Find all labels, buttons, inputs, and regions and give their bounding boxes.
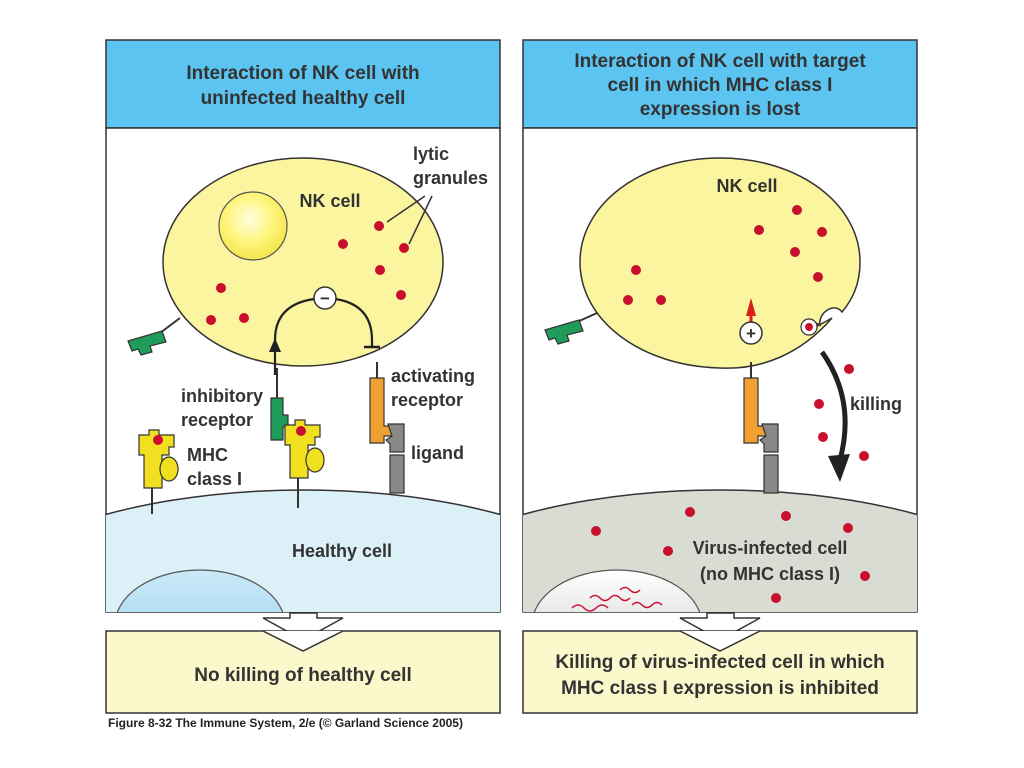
granule <box>860 571 870 581</box>
left-panel: Interaction of NK cell with uninfected h… <box>105 39 501 714</box>
granule <box>375 265 385 275</box>
ligand-top-right <box>759 423 779 453</box>
killing-label: killing <box>850 394 902 414</box>
activate-sign-icon <box>739 321 763 345</box>
granule <box>685 507 695 517</box>
left-outcome-arrow <box>262 612 344 641</box>
viral-genome <box>589 594 631 602</box>
granule <box>591 526 601 536</box>
viral-genome <box>619 586 641 594</box>
nk-cell-label-right: NK cell <box>716 176 777 196</box>
activation-arrowhead <box>746 298 756 316</box>
granule <box>813 272 823 282</box>
left-outcome-arrow-tip <box>262 630 344 652</box>
mhc-label-line2: class I <box>187 469 242 489</box>
granule <box>843 523 853 533</box>
granule <box>206 315 216 325</box>
mhc-class-i-bound <box>284 419 325 508</box>
inhibit-sign-icon <box>313 286 337 310</box>
infected-cell-label-line1: Virus-infected cell <box>693 538 848 558</box>
activate-sign: + <box>746 324 756 343</box>
viral-genome <box>571 604 609 612</box>
infected-cell-granules <box>591 507 870 603</box>
granule <box>399 243 409 253</box>
right-title-line3: expression is lost <box>640 99 801 120</box>
killing-arrowhead <box>828 454 850 482</box>
right-outcome-line1: Killing of virus-infected cell in which <box>555 652 884 673</box>
nk-cell-right <box>579 157 861 369</box>
right-outcome-box <box>522 630 918 714</box>
killing-arrow <box>819 350 848 461</box>
right-title-line1: Interaction of NK cell with target <box>574 51 866 72</box>
nk-cell-label-left: NK cell <box>299 191 360 211</box>
signal-arrowhead <box>269 338 281 352</box>
granule <box>623 295 633 305</box>
lytic-pointer-1 <box>386 195 426 223</box>
inhibitory-receptor-label-line1: inhibitory <box>181 386 263 406</box>
inhibit-sign: − <box>320 289 330 308</box>
left-title-line1: Interaction of NK cell with <box>186 63 419 84</box>
granule-release <box>805 323 813 331</box>
ligand-label: ligand <box>411 443 464 463</box>
ligand-bottom-right <box>763 454 779 494</box>
granule <box>239 313 249 323</box>
lytic-pointer-2 <box>408 195 433 245</box>
right-outcome-arrow <box>679 612 761 641</box>
right-outcome-arrow-tip <box>679 630 761 652</box>
infected-cell-label-line2: (no MHC class I) <box>700 564 840 584</box>
free-inhibitory-receptor-right <box>544 319 584 345</box>
nk-cell-nucleus-left <box>218 191 288 261</box>
granule <box>663 546 673 556</box>
receptor-stalk <box>159 317 181 334</box>
granule <box>844 364 854 374</box>
granule <box>754 225 764 235</box>
mhc-label-line1: MHC <box>187 445 228 465</box>
granule <box>818 432 828 442</box>
lytic-granules-left <box>206 221 409 325</box>
granule <box>631 265 641 275</box>
free-inhibitory-receptor <box>127 330 167 356</box>
granule <box>859 451 869 461</box>
left-title-banner <box>105 39 501 129</box>
granule <box>216 283 226 293</box>
granule <box>374 221 384 231</box>
mhc-class-i-free <box>138 429 179 514</box>
granule <box>792 205 802 215</box>
granule <box>656 295 666 305</box>
granule <box>396 290 406 300</box>
right-panel: Interaction of NK cell with target cell … <box>522 39 918 714</box>
ligand-bottom <box>389 454 405 494</box>
figure-caption: Figure 8-32 The Immune System, 2/e (© Ga… <box>108 716 463 730</box>
right-title-banner <box>522 39 918 129</box>
healthy-cell-nucleus <box>116 569 284 612</box>
granule <box>771 593 781 603</box>
healthy-cell-label: Healthy cell <box>292 541 392 561</box>
viral-genome <box>631 601 663 609</box>
left-title-line2: uninfected healthy cell <box>201 88 406 109</box>
inhibitory-receptor-label-line2: receptor <box>181 410 253 430</box>
granule <box>814 399 824 409</box>
lytic-granules-label-line1: lytic <box>413 144 449 164</box>
activating-receptor-label-line2: receptor <box>391 390 463 410</box>
right-outcome-line2: MHC class I expression is inhibited <box>561 678 879 699</box>
nk-cell-left <box>162 157 444 367</box>
activating-receptor-label-line1: activating <box>391 366 475 386</box>
ligand-top <box>385 423 405 453</box>
granule <box>781 511 791 521</box>
lytic-granules-label-line2: granules <box>413 168 488 188</box>
lytic-granules-right <box>623 205 827 305</box>
granule <box>817 227 827 237</box>
released-granules <box>814 364 869 461</box>
right-title-line2: cell in which MHC class I <box>608 75 833 96</box>
left-outcome-text: No killing of healthy cell <box>194 665 411 686</box>
granule <box>338 239 348 249</box>
granule <box>790 247 800 257</box>
infected-cell-nucleus <box>533 569 701 612</box>
receptor-stalk <box>576 312 598 323</box>
